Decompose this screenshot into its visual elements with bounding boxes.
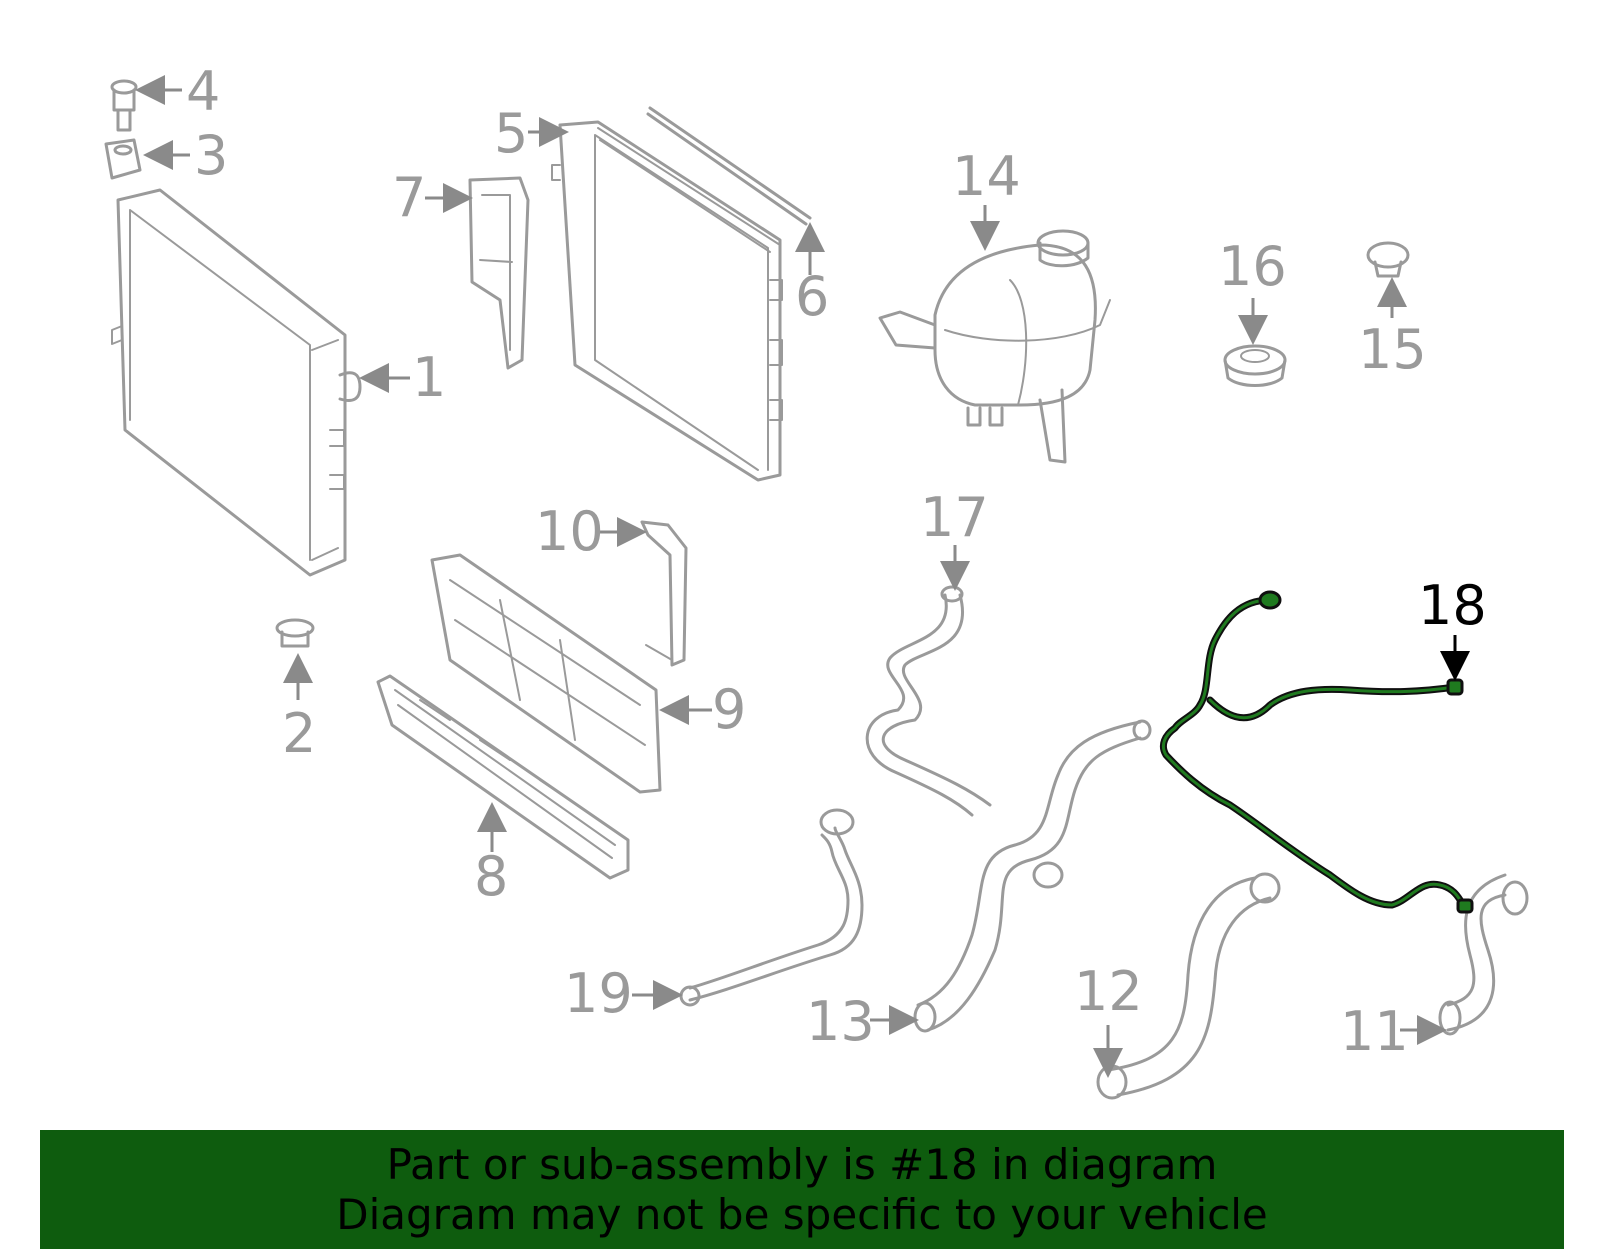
callout-6: 6 bbox=[795, 265, 829, 328]
callout-17: 17 bbox=[920, 486, 989, 549]
part-15-grommet bbox=[1366, 241, 1410, 278]
part-4-clip bbox=[110, 79, 138, 132]
banner-line-2: Diagram may not be specific to your vehi… bbox=[336, 1189, 1268, 1239]
callout-4: 4 bbox=[186, 60, 220, 123]
callout-9: 9 bbox=[712, 678, 746, 741]
callout-18-highlighted: 18 bbox=[1418, 574, 1487, 637]
part-8-lower-air-guide bbox=[376, 674, 630, 880]
callout-1: 1 bbox=[412, 346, 446, 409]
callout-19: 19 bbox=[564, 962, 633, 1025]
leader-lines bbox=[135, 75, 1470, 1078]
part-6-seal-strip bbox=[646, 106, 812, 226]
part-9-upper-air-guide bbox=[430, 553, 662, 794]
info-banner: Part or sub-assembly is #18 in diagram D… bbox=[40, 1130, 1564, 1249]
part-17-hose bbox=[865, 585, 992, 817]
banner-line-1: Part or sub-assembly is #18 in diagram bbox=[386, 1139, 1218, 1189]
callout-14: 14 bbox=[952, 145, 1021, 208]
part-1-radiator bbox=[111, 188, 362, 577]
callout-7: 7 bbox=[392, 166, 426, 229]
callout-3: 3 bbox=[194, 124, 228, 187]
callout-12: 12 bbox=[1074, 960, 1143, 1023]
part-18-hose-assembly-highlighted bbox=[1159, 590, 1474, 914]
part-10-seal-bracket bbox=[640, 520, 688, 667]
part-11-hose bbox=[1438, 873, 1529, 1036]
callout-10: 10 bbox=[535, 500, 604, 563]
callout-2: 2 bbox=[282, 702, 316, 765]
callout-15: 15 bbox=[1358, 318, 1427, 381]
part-16-cap bbox=[1223, 344, 1287, 387]
part-19-hose bbox=[679, 808, 864, 1007]
callout-5: 5 bbox=[494, 102, 528, 165]
callout-8: 8 bbox=[474, 845, 508, 908]
part-12-hose bbox=[1096, 872, 1281, 1100]
part-5-condenser bbox=[551, 120, 783, 482]
part-2-grommet bbox=[275, 618, 315, 648]
part-14-expansion-tank bbox=[878, 229, 1111, 464]
callout-16: 16 bbox=[1218, 235, 1287, 298]
part-3-bracket bbox=[104, 138, 142, 180]
callout-13: 13 bbox=[806, 990, 875, 1053]
callout-11: 11 bbox=[1340, 1000, 1409, 1063]
part-7-side-bracket bbox=[468, 176, 530, 370]
